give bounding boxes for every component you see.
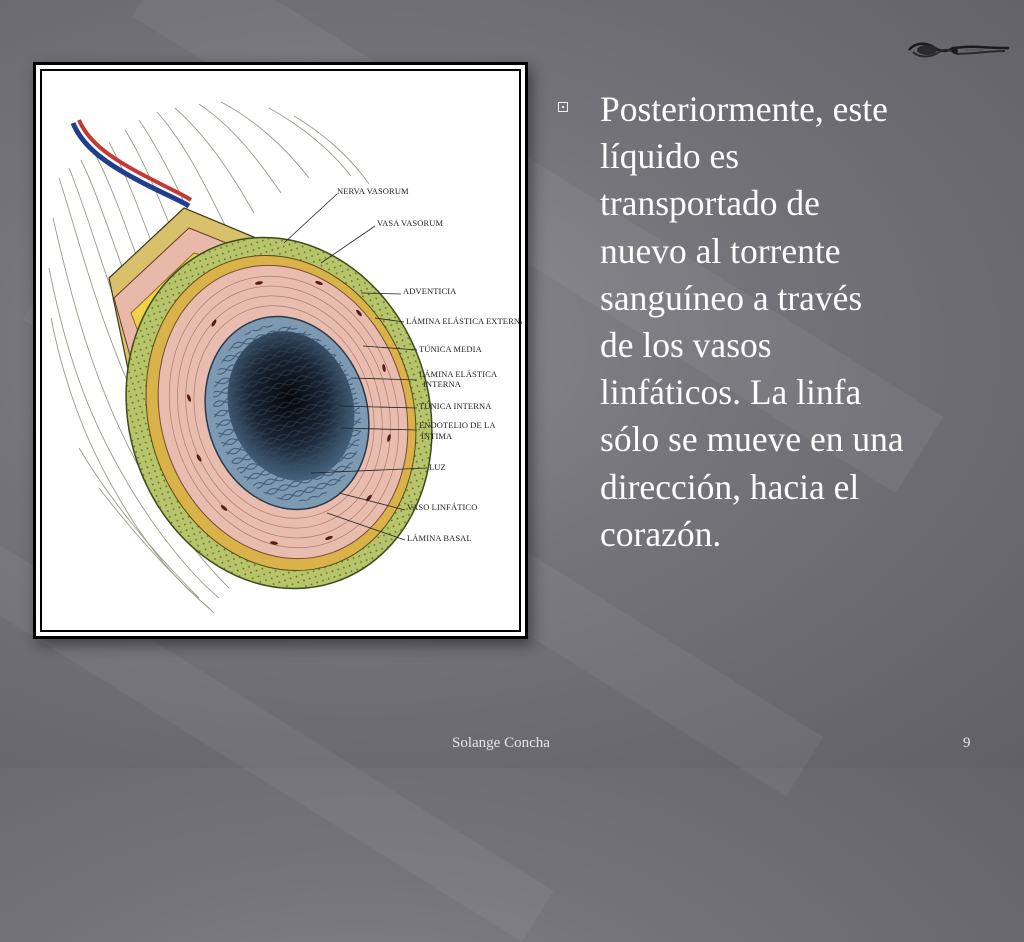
label-tunica-media: TÚNICA MEDIA <box>419 344 482 354</box>
small-vein <box>70 122 191 209</box>
label-lamina-elastica-interna: LÁMINA ELÁSTICA <box>419 369 498 379</box>
label-vaso-linfatico: VASO LINFÁTICO <box>407 502 478 512</box>
small-artery <box>77 119 193 202</box>
label-adventicia: ADVENTICIA <box>403 286 457 296</box>
callout-lines <box>283 193 428 541</box>
label-endotelio-2: ÍNTIMA <box>421 431 453 441</box>
page-number: 9 <box>963 735 971 751</box>
label-endotelio: ENDOTELIO DE LA <box>419 420 496 430</box>
label-lamina-elastica-externa: LÁMINA ELÁSTICA EXTERNA <box>406 316 525 326</box>
anatomy-figure-frame: NERVA VASORUM VASA VASORUM ADVENTICIA LÁ… <box>33 62 528 639</box>
bullet-paragraph: Posteriormente, este líquido es transpor… <box>600 89 904 554</box>
vessel-cross-section-drawing <box>48 101 433 614</box>
label-lamina-basal: LÁMINA BASAL <box>407 533 472 543</box>
label-lamina-elastica-interna-2: INTERNA <box>423 379 461 389</box>
label-nerva-vasorum: NERVA VASORUM <box>337 186 409 196</box>
blood-vessel-illustration: NERVA VASORUM VASA VASORUM ADVENTICIA LÁ… <box>36 65 525 636</box>
bullet-list: Posteriormente, este líquido es transpor… <box>553 86 993 558</box>
label-luz: LUZ <box>429 462 446 472</box>
square-bullet-icon <box>558 102 568 112</box>
footer-author: Solange Concha <box>452 735 550 751</box>
label-tunica-interna: TÚNICA INTERNA <box>419 401 492 411</box>
label-vasa-vasorum: VASA VASORUM <box>377 218 444 228</box>
decorative-flourish-icon <box>908 42 1010 58</box>
adventitia-fibres <box>48 101 370 614</box>
